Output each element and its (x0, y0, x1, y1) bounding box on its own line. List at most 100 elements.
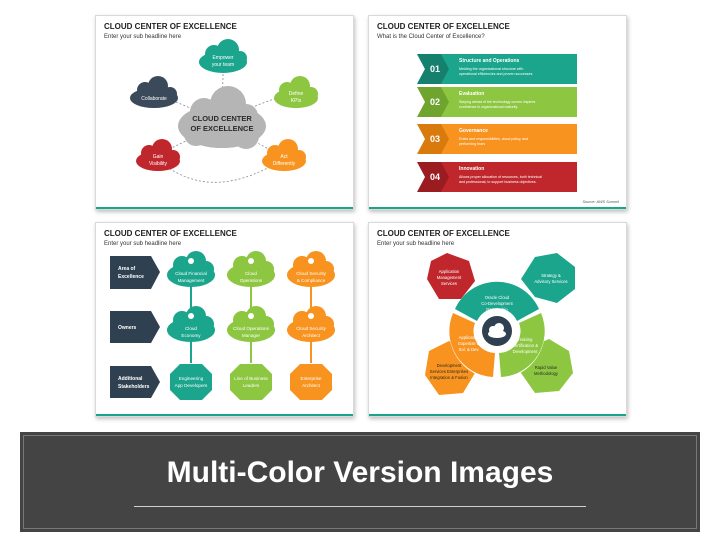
cell-cloud-economy: Cloud Economy (167, 306, 215, 342)
ring-segment-application: Application Expertise & Sol. & Dev. (449, 313, 495, 377)
hex-label-line: Advisory Services (534, 279, 567, 284)
item-text-line: and professional, to support business ob… (459, 180, 537, 184)
cell-label-line: & Compliance (297, 278, 326, 283)
row-label-additional-stakeholders: Additional Stakeholders (110, 366, 160, 398)
connector-line (220, 70, 224, 117)
person-icon (308, 258, 314, 264)
cloud-label-line: KPIs (291, 98, 302, 104)
ring-label-line: Expertise & (458, 341, 480, 346)
item-text-line: Staying ahead of the technology curves i… (459, 100, 536, 104)
row-label-line: Excellence (118, 274, 144, 280)
cell-label-line: Architect (302, 383, 321, 388)
ring-label-line: Training (518, 337, 534, 342)
cell-label-line: Manager (242, 333, 261, 338)
connector-line (153, 155, 281, 183)
cloud-icon (482, 316, 512, 346)
slide-title: CLOUD CENTER OF EXCELLENCE (104, 22, 237, 31)
slide-subtitle: Enter your sub headline here (104, 34, 182, 40)
ring-label-line: Oracle Cloud (485, 295, 510, 300)
row-label-owners: Owners (110, 311, 160, 343)
person-icon (308, 313, 314, 319)
source-note: Source: AWS Summit (582, 200, 619, 204)
person-icon (248, 313, 254, 319)
row-label-area-of-excellence: Area of Excellence (110, 256, 160, 289)
accent-bar (96, 207, 353, 209)
numbered-list: 01 Structure and Operations Melding the … (417, 54, 620, 204)
slide-subtitle: What is the Cloud Center of Excellence? (377, 34, 485, 40)
ring-label-line: Sol. & Dev. (459, 347, 480, 352)
ring-label-line: Partnership (486, 307, 508, 312)
hex-strategy-advisory-services: Strategy & Advisory Services (521, 253, 575, 303)
center-cloud: CLOUD CENTER OF EXCELLENCE (178, 86, 266, 149)
cloud-label-line: Differently (273, 161, 296, 167)
hex-application-management-services: Application Management Services (427, 253, 475, 299)
cell-enterprise-architect: Enterprise Architect (290, 364, 332, 400)
hex-label-line: Management (437, 275, 462, 280)
ring-segment-training: Training Certification & Development (499, 313, 545, 377)
cloud-label-line: your team (212, 62, 234, 68)
accent-bar (369, 207, 626, 209)
ring-segment-oracle: Oracle Cloud Co-Development Partnership (455, 281, 539, 321)
item-number: 04 (430, 172, 440, 182)
banner-title: Multi-Color Version Images (166, 456, 554, 489)
hex-label-line: Application (439, 269, 460, 274)
accent-bar (369, 414, 626, 416)
cell-label-line: Cloud (245, 271, 257, 276)
cloud-gain-visibility: Gain Visibility (136, 139, 180, 171)
cell-cloud-operations: Cloud Operations (227, 251, 275, 287)
slide-thumbnail-1[interactable]: CLOUD CENTER OF EXCELLENCE Enter your su… (95, 15, 354, 210)
cloud-collaborate: Collaborate (130, 76, 178, 108)
cell-label-line: Line of Business (234, 376, 268, 381)
item-text-line: Allows proper allocation of resources, b… (459, 175, 542, 179)
item-heading: Evaluation (459, 91, 484, 97)
item-text-line: operational efficiencies and proven succ… (459, 72, 533, 76)
cell-line-of-business-leaders: Line of Business Leaders (230, 364, 272, 400)
slide-thumbnail-2[interactable]: CLOUD CENTER OF EXCELLENCE What is the C… (368, 15, 627, 210)
center-label-line: OF EXCELLENCE (191, 124, 254, 133)
cell-cloud-operations-manager: Cloud Operations Manager (227, 306, 275, 342)
hex-label-line: Development (437, 363, 463, 368)
cell-cloud-financial-management: Cloud Financial Management (167, 251, 215, 287)
cloud-empower: Empower your team (199, 39, 247, 73)
cell-engineering-app-developers: Engineering App Developers (170, 364, 212, 400)
cell-cloud-security-architect: Cloud Security Architect (287, 306, 335, 342)
cloud-act-differently: Act Differently (262, 139, 306, 171)
cloud-label-line: Visibility (149, 161, 167, 167)
cell-label-line: App Developers (175, 383, 208, 388)
list-item-03: 03 Governance Roles and responsibilities… (417, 124, 577, 154)
cloud-label-line: Act (280, 154, 288, 160)
hex-label-line: Services (441, 281, 457, 286)
item-text-line: Melding the organizational structure wit… (459, 67, 523, 71)
slide-title: CLOUD CENTER OF EXCELLENCE (377, 229, 510, 238)
cell-label-line: Enterprise (301, 376, 322, 381)
cell-cloud-security-compliance: Cloud Security & Compliance (287, 251, 335, 287)
ring-label-line: Certification & (512, 343, 538, 348)
list-item-02: 02 Evaluation Staying ahead of the techn… (417, 87, 577, 117)
slide-title: CLOUD CENTER OF EXCELLENCE (377, 22, 510, 31)
list-item-01: 01 Structure and Operations Melding the … (417, 54, 577, 84)
mind-map-diagram: CLOUD CENTER OF EXCELLENCE Empower your … (130, 39, 318, 183)
person-icon (248, 258, 254, 264)
item-number: 02 (430, 97, 440, 107)
slide-thumbnail-4[interactable]: CLOUD CENTER OF EXCELLENCE Enter your su… (368, 222, 627, 417)
hex-label-line: Integration & Fusion (430, 375, 468, 380)
cell-label-line: Engineering (179, 376, 204, 381)
item-text-line: confidence in organizational maturity. (459, 105, 518, 109)
hex-label-line: Methodology (534, 371, 559, 376)
hex-label-line: Rapid Value (535, 365, 558, 370)
cloud-label-line: Empower (212, 55, 233, 61)
cloud-label-line: Collaborate (141, 96, 167, 102)
slide-subtitle: Enter your sub headline here (104, 241, 182, 247)
cell-label-line: Leaders (243, 383, 260, 388)
item-number: 01 (430, 64, 440, 74)
ring-label-line: Co-Development (481, 301, 513, 306)
cell-label-line: Cloud Security (296, 271, 327, 276)
cell-label-line: Architect (302, 333, 321, 338)
ring-diagram: Application Management Services Strategy… (425, 253, 575, 395)
slide-thumbnail-3[interactable]: CLOUD CENTER OF EXCELLENCE Enter your su… (95, 222, 354, 417)
list-item-04: 04 Innovation Allows proper allocation o… (417, 162, 577, 192)
banner-frame (23, 435, 697, 529)
slide-title: CLOUD CENTER OF EXCELLENCE (104, 229, 237, 238)
person-icon (188, 313, 194, 319)
cloud-define-kpis: Define KPIs (274, 76, 318, 108)
